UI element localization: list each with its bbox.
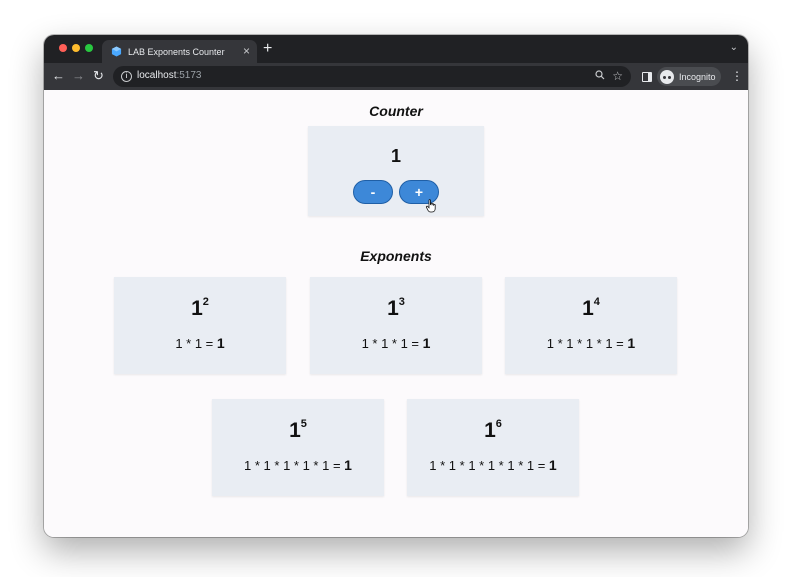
chevron-down-icon[interactable]: ⌄	[729, 42, 738, 53]
browser-window: LAB Exponents Counter × + ⌄ ← → ↻ i loca…	[44, 35, 748, 537]
exponent-expansion: 1 * 1 * 1 * 1 =	[546, 336, 628, 351]
incognito-label: Incognito	[679, 71, 716, 82]
window-minimize-icon[interactable]	[72, 44, 80, 52]
exponent-heading: 12	[114, 296, 286, 321]
exponent-heading: 13	[310, 296, 482, 321]
exponent-card: 12 1 * 1 = 1	[114, 277, 286, 374]
exponent-heading: 14	[505, 296, 677, 321]
side-panel-icon[interactable]	[642, 72, 652, 82]
tab-active[interactable]: LAB Exponents Counter ×	[102, 40, 257, 63]
exponent-expansion: 1 * 1 * 1 * 1 * 1 * 1 =	[429, 458, 549, 473]
favicon-cube-icon	[111, 46, 122, 57]
page-content: Counter 1 - + Exponents 12 1 * 1 = 1 13 …	[44, 90, 748, 537]
hand-cursor-icon	[425, 199, 436, 213]
exponent-base: 1	[582, 297, 594, 320]
counter-value: 1	[390, 146, 401, 166]
star-icon[interactable]: ☆	[612, 69, 623, 83]
back-arrow-icon[interactable]: ←	[52, 68, 65, 83]
url-text[interactable]: localhost:5173	[137, 70, 202, 81]
decrement-button[interactable]: -	[353, 180, 393, 204]
exponent-expansion: 1 * 1 * 1 =	[361, 336, 423, 351]
exponent-power: 5	[300, 418, 307, 430]
exponent-power: 2	[202, 296, 209, 308]
exponent-power: 6	[495, 418, 502, 430]
exponent-heading: 16	[407, 418, 579, 443]
exponent-base: 1	[484, 419, 496, 442]
close-icon[interactable]: ×	[242, 44, 250, 58]
url-port: :5173	[176, 70, 202, 81]
exponent-base: 1	[387, 297, 399, 320]
info-icon[interactable]: i	[121, 71, 132, 82]
exponent-base: 1	[191, 297, 203, 320]
exponent-result: 1	[216, 335, 225, 351]
exponents-title: Exponents	[360, 248, 432, 264]
counter-card: 1 - +	[308, 126, 484, 216]
exponent-power: 4	[593, 296, 600, 308]
reload-icon[interactable]: ↻	[93, 68, 104, 83]
exponent-result: 1	[548, 457, 557, 473]
address-bar[interactable]: i localhost:5173 ☆	[113, 66, 631, 87]
exponent-formula: 1 * 1 = 1	[114, 335, 286, 351]
window-maximize-icon[interactable]	[85, 44, 93, 52]
toolbar: ← → ↻ i localhost:5173 ☆ Incognito ⋮	[44, 63, 748, 90]
counter-title: Counter	[369, 103, 423, 119]
exponent-result: 1	[344, 457, 352, 473]
incognito-icon	[660, 69, 674, 84]
url-host: localhost	[137, 70, 177, 81]
increment-button[interactable]: +	[399, 180, 439, 204]
exponent-result: 1	[627, 335, 636, 351]
exponent-card: 16 1 * 1 * 1 * 1 * 1 * 1 = 1	[407, 399, 579, 496]
exponent-card: 13 1 * 1 * 1 = 1	[310, 277, 482, 374]
exponent-power: 3	[398, 296, 405, 308]
forward-arrow-icon[interactable]: →	[72, 68, 85, 83]
incognito-badge[interactable]: Incognito	[657, 67, 721, 86]
zoom-icon[interactable]	[595, 70, 605, 80]
exponent-base: 1	[289, 419, 301, 442]
exponent-formula: 1 * 1 * 1 = 1	[310, 335, 482, 351]
tab-strip: LAB Exponents Counter × + ⌄	[44, 35, 748, 63]
exponent-card: 15 1 * 1 * 1 * 1 * 1 = 1	[212, 399, 384, 496]
exponent-formula: 1 * 1 * 1 * 1 * 1 * 1 = 1	[407, 457, 579, 473]
exponent-heading: 15	[212, 418, 384, 443]
exponent-result: 1	[422, 335, 431, 351]
exponent-formula: 1 * 1 * 1 * 1 = 1	[505, 335, 677, 351]
exponent-expansion: 1 * 1 =	[175, 336, 217, 351]
exponent-formula: 1 * 1 * 1 * 1 * 1 = 1	[212, 457, 384, 473]
tab-title: LAB Exponents Counter	[128, 46, 225, 57]
menu-kebab-icon[interactable]: ⋮	[731, 69, 743, 83]
exponent-expansion: 1 * 1 * 1 * 1 * 1 =	[244, 458, 345, 473]
window-close-icon[interactable]	[59, 44, 67, 52]
exponent-card: 14 1 * 1 * 1 * 1 = 1	[505, 277, 677, 374]
plus-icon[interactable]: +	[263, 40, 273, 57]
